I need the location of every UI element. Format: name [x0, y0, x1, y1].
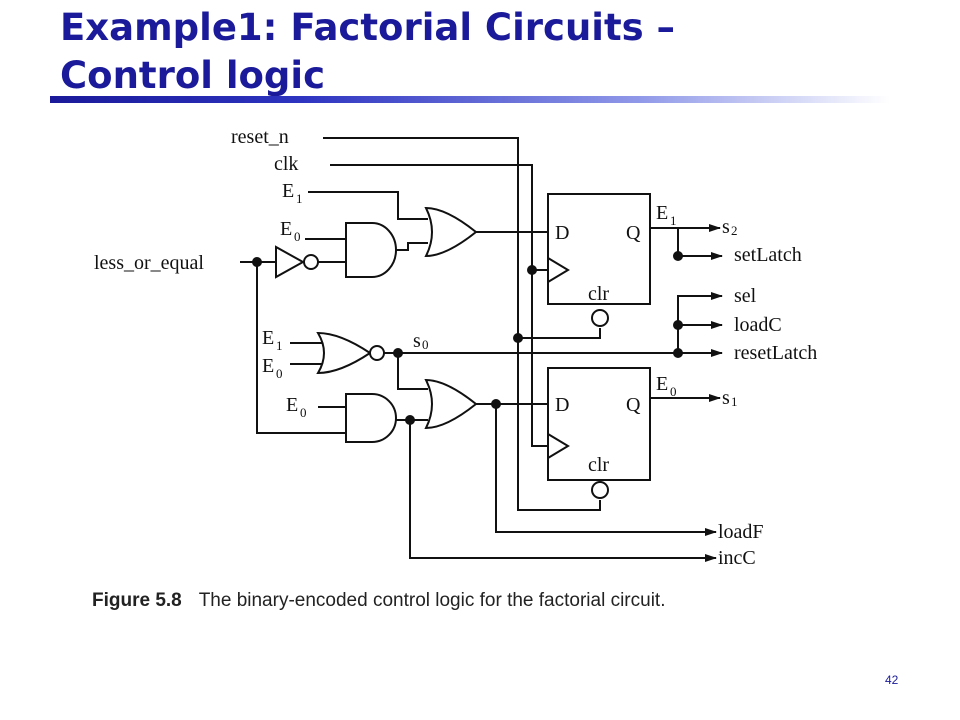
wire-e1-top: [308, 191, 428, 220]
junction-dot: [405, 415, 415, 425]
flipflop-e0: [547, 367, 651, 481]
label-s1: s: [722, 387, 730, 409]
page-number: 42: [885, 673, 899, 687]
junction-dots: [252, 251, 683, 425]
ff1-d-label: D: [555, 222, 569, 244]
label-sel: sel: [734, 285, 757, 307]
wire-reset-n-lower: [517, 338, 601, 511]
ff0-clr-label: clr: [588, 454, 609, 476]
label-s2-sub: 2: [731, 223, 738, 238]
slide-title: Example1: Factorial Circuits – Control l…: [60, 4, 920, 100]
junction-dot: [527, 265, 537, 275]
flipflop-e0-clr-bubble: [591, 481, 609, 499]
junction-dot: [513, 333, 523, 343]
ff0-q-sub: 0: [670, 384, 677, 399]
label-s0-sub: 0: [422, 337, 429, 352]
ff1-q-sub: 1: [670, 213, 677, 228]
label-e1-top: E: [282, 180, 294, 202]
ff1-q-label: Q: [626, 222, 641, 244]
label-resetlatch: resetLatch: [734, 342, 817, 364]
label-less-or-equal: less_or_equal: [94, 252, 204, 274]
ff0-q-name: E: [656, 373, 668, 395]
or-gate-top: [424, 206, 478, 258]
label-e0-low-sub: 0: [300, 405, 307, 420]
junction-dot: [673, 348, 683, 358]
nor-bubble: [369, 345, 385, 361]
flipflop-e1-clr-bubble: [591, 309, 609, 327]
label-e0-top-sub: 0: [294, 229, 301, 244]
ff1-q-name: E: [656, 202, 668, 224]
figure-caption-label: Figure 5.8: [92, 590, 182, 611]
wire-s0-down: [397, 353, 428, 390]
ff0-d-label: D: [555, 394, 569, 416]
label-incc: incC: [718, 547, 756, 569]
label-e0-mid: E: [262, 355, 274, 377]
wire-incC: [409, 420, 705, 559]
nor-gate: [316, 331, 372, 375]
ff0-q-label: Q: [626, 394, 641, 416]
figure-caption: Figure 5.8 The binary-encoded control lo…: [92, 590, 665, 612]
label-s1-sub: 1: [731, 394, 738, 409]
title-line-1: Example1: Factorial Circuits –: [60, 6, 676, 49]
inverter-gate: [275, 245, 306, 279]
ff1-clr-label: clr: [588, 283, 609, 305]
label-e1-top-sub: 1: [296, 191, 303, 206]
label-loadf: loadF: [718, 521, 764, 543]
wire-sel-group: [677, 295, 705, 353]
label-e0-mid-sub: 0: [276, 366, 283, 381]
junction-dot: [393, 348, 403, 358]
wire-setlatch: [677, 228, 705, 257]
label-clk: clk: [274, 153, 298, 175]
label-e1-mid: E: [262, 327, 274, 349]
junction-dot: [673, 251, 683, 261]
label-s0: s: [413, 330, 421, 352]
wire-clk: [330, 164, 548, 271]
label-loadc: loadC: [734, 314, 782, 336]
flipflop-e1-clock: [547, 257, 570, 283]
junction-dot: [491, 399, 501, 409]
wire-and-top-out: [396, 242, 428, 251]
label-s2: s: [722, 216, 730, 238]
wire-leq-down: [256, 262, 346, 434]
wire-loadF: [495, 404, 705, 533]
label-reset-n: reset_n: [231, 126, 289, 148]
flipflop-e0-clock: [547, 433, 570, 459]
inverter-bubble: [303, 254, 319, 270]
or-gate-low: [424, 378, 478, 430]
figure-caption-text: The binary-encoded control logic for the…: [198, 590, 666, 611]
label-e1-mid-sub: 1: [276, 338, 283, 353]
junction-dot: [673, 320, 683, 330]
label-e0-low: E: [286, 394, 298, 416]
title-line-2: Control logic: [60, 54, 326, 97]
wire-clk-lower: [531, 270, 548, 447]
flipflop-e1: [547, 193, 651, 305]
title-underline-bar: [50, 96, 890, 103]
label-e0-top: E: [280, 218, 292, 240]
label-setlatch: setLatch: [734, 244, 802, 266]
and-gate-top: [345, 222, 397, 278]
junction-dot: [252, 257, 262, 267]
and-gate-low: [345, 393, 397, 443]
